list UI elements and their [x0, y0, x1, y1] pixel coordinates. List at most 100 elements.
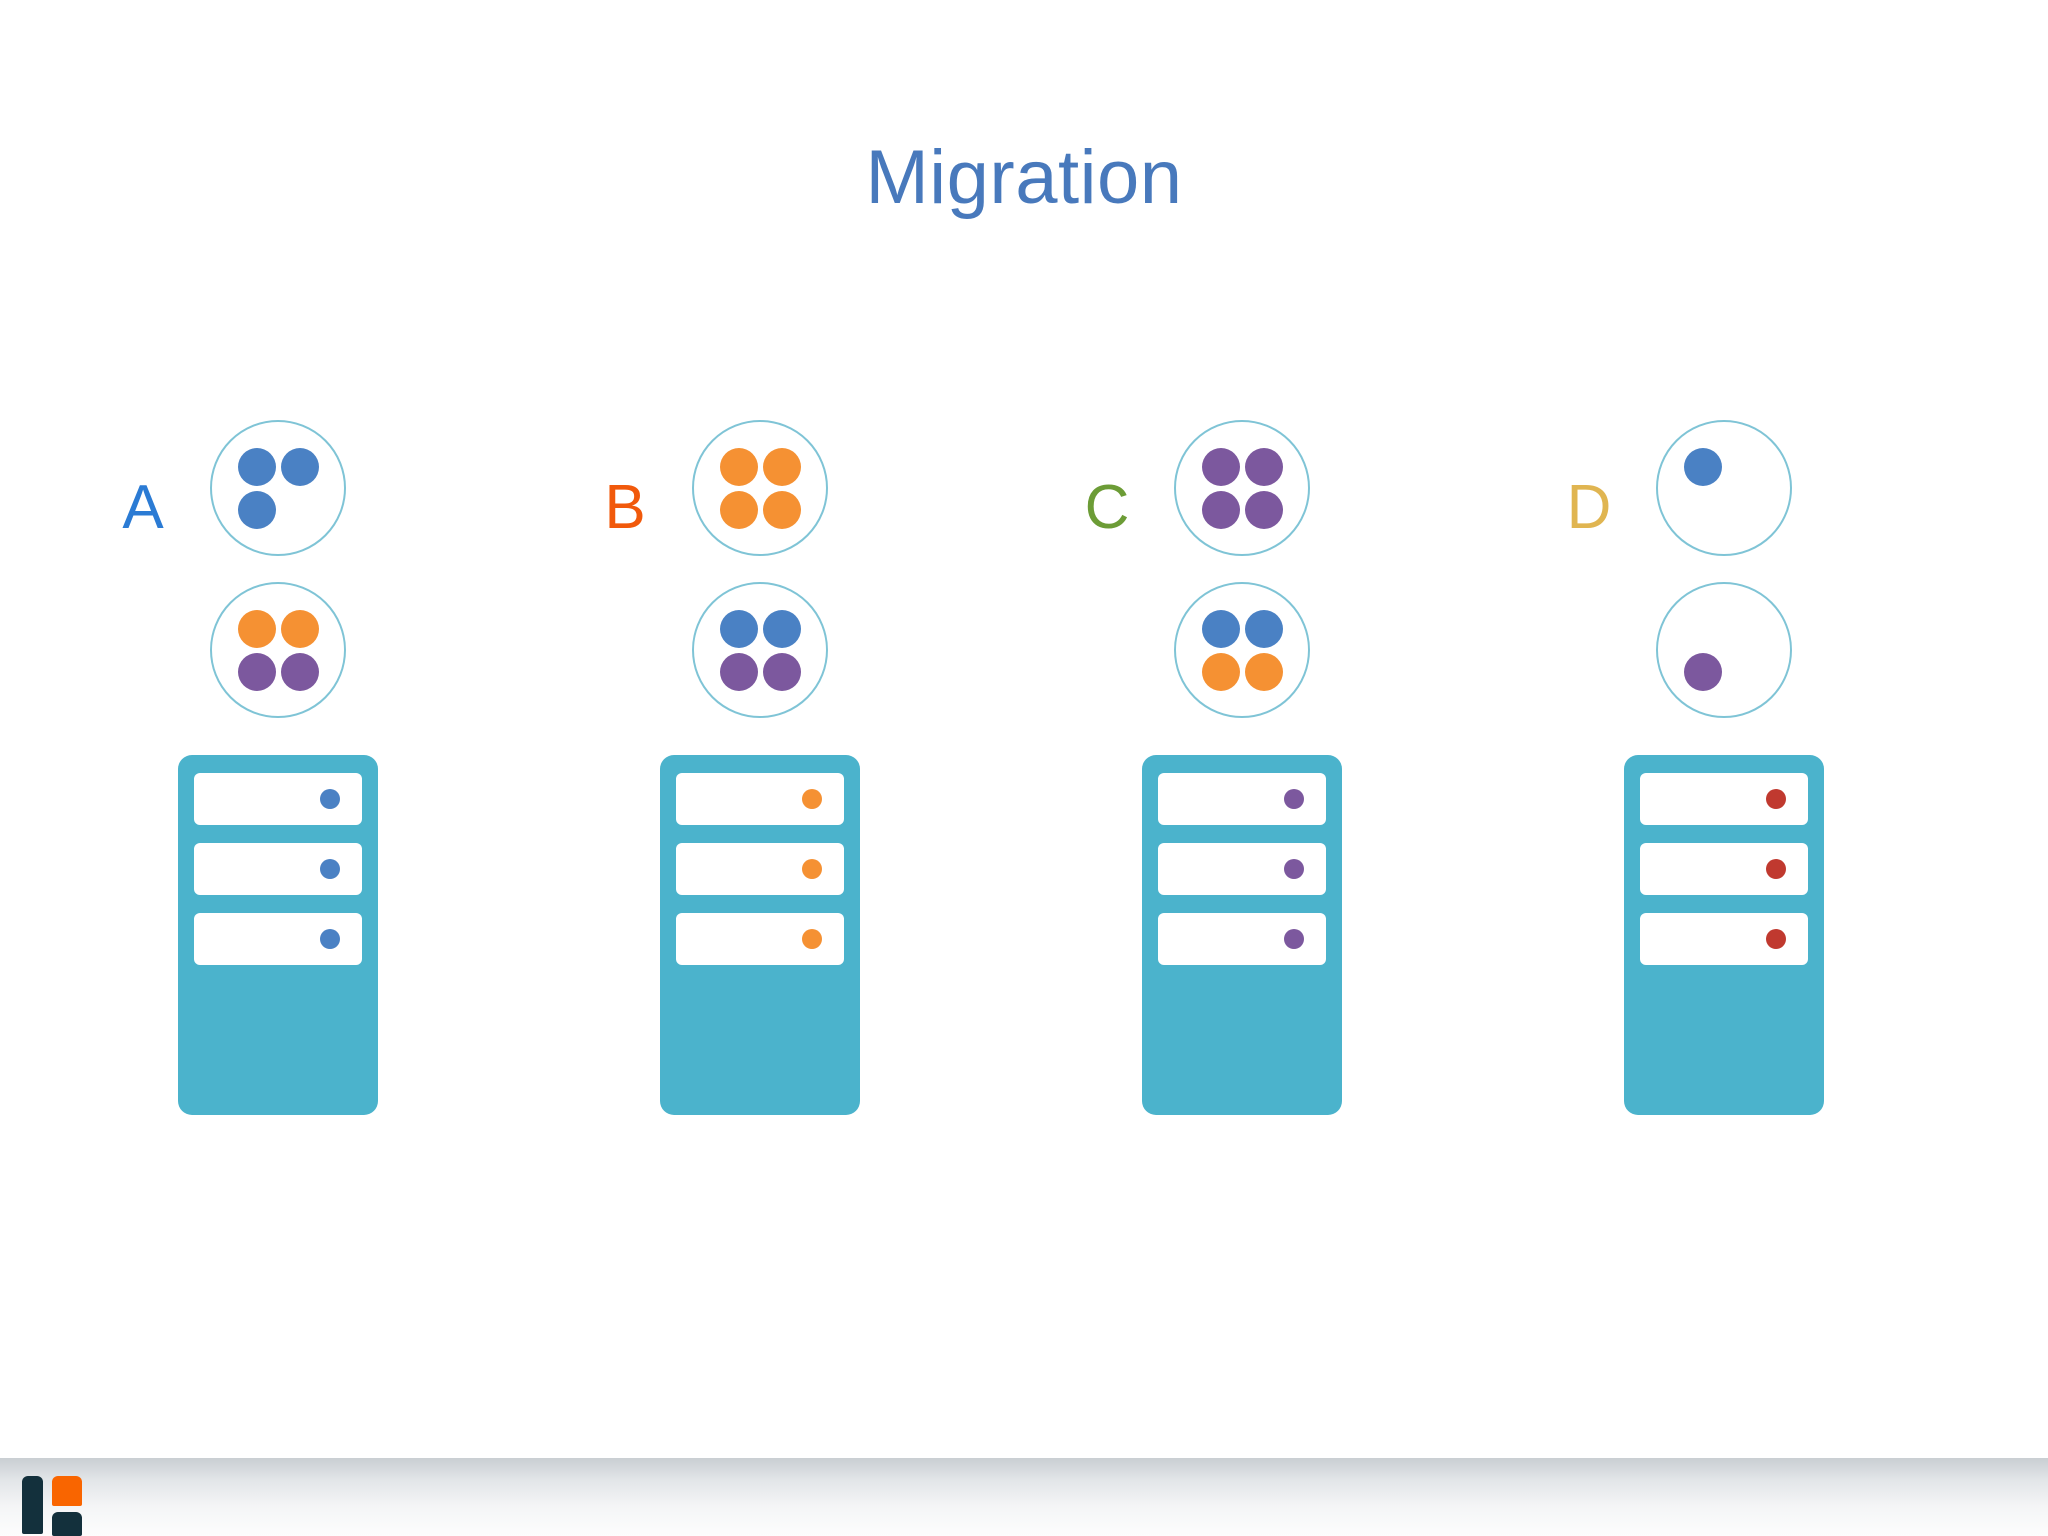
dot-slot-empty: [1727, 610, 1765, 648]
dot-cell: [1242, 650, 1285, 693]
dot-orange[interactable]: [762, 490, 801, 529]
rack-slot[interactable]: [676, 773, 844, 825]
logo-bar-shape: [22, 1476, 43, 1534]
dot-slot-empty: [1684, 491, 1722, 529]
dot-purple[interactable]: [1244, 490, 1283, 529]
rack-slot[interactable]: [676, 913, 844, 965]
dot-orange[interactable]: [719, 447, 758, 486]
dot-purple[interactable]: [719, 652, 758, 691]
rack-slot[interactable]: [1640, 843, 1808, 895]
column-label-b: B: [604, 473, 646, 542]
dot-grid: [717, 607, 803, 693]
dot-orange[interactable]: [719, 490, 758, 529]
dot-slot-empty: [1727, 653, 1765, 691]
dot-cell: [717, 607, 760, 650]
rack-led-orange-icon: [802, 859, 822, 879]
dot-cell: [278, 650, 321, 693]
dot-cell: [717, 488, 760, 531]
dot-cell: [1681, 607, 1724, 650]
rack-slot[interactable]: [194, 913, 362, 965]
server-rack-c[interactable]: [1142, 755, 1342, 1115]
column-label-d: D: [1566, 473, 1612, 542]
rack-slot[interactable]: [194, 773, 362, 825]
dot-cell: [1242, 607, 1285, 650]
brand-logo-icon: [22, 1468, 88, 1536]
dot-orange[interactable]: [280, 609, 319, 648]
dot-cell: [1681, 445, 1724, 488]
server-rack-b[interactable]: [660, 755, 860, 1115]
rack-slot[interactable]: [676, 843, 844, 895]
rack-slot[interactable]: [1640, 773, 1808, 825]
group-circle-a-1[interactable]: [210, 420, 346, 556]
group-circle-b-1[interactable]: [692, 420, 828, 556]
dot-purple[interactable]: [1244, 447, 1283, 486]
dot-slot-empty: [1727, 448, 1765, 486]
dot-cell: [1681, 488, 1724, 531]
rack-slot[interactable]: [1158, 913, 1326, 965]
dot-grid: [1199, 445, 1285, 531]
dot-blue[interactable]: [237, 490, 276, 529]
dot-grid: [1199, 607, 1285, 693]
rack-slot[interactable]: [1158, 773, 1326, 825]
rack-slot[interactable]: [1640, 913, 1808, 965]
dot-cell: [760, 650, 803, 693]
rack-led-purple-icon: [1284, 859, 1304, 879]
rack-slot[interactable]: [194, 843, 362, 895]
dot-cell: [1724, 445, 1767, 488]
dot-slot-empty: [281, 491, 319, 529]
dot-cell: [1199, 445, 1242, 488]
dot-orange[interactable]: [237, 609, 276, 648]
dot-cell: [235, 650, 278, 693]
rack-slot[interactable]: [1158, 843, 1326, 895]
group-circle-c-1[interactable]: [1174, 420, 1310, 556]
group-circle-b-2[interactable]: [692, 582, 828, 718]
dot-orange[interactable]: [762, 447, 801, 486]
dot-orange[interactable]: [1244, 652, 1283, 691]
dot-blue[interactable]: [280, 447, 319, 486]
dot-cell: [1242, 445, 1285, 488]
dot-purple[interactable]: [237, 652, 276, 691]
dot-blue[interactable]: [719, 609, 758, 648]
migration-columns: A B C D: [0, 420, 2048, 1160]
column-label-c: C: [1084, 473, 1130, 542]
page-title: Migration: [865, 135, 1183, 220]
server-rack-a[interactable]: [178, 755, 378, 1115]
dot-blue[interactable]: [237, 447, 276, 486]
dot-cell: [717, 650, 760, 693]
group-circle-a-2[interactable]: [210, 582, 346, 718]
dot-slot-empty: [1684, 610, 1722, 648]
dot-cell: [1199, 488, 1242, 531]
dot-cell: [1199, 650, 1242, 693]
dot-cell: [1242, 488, 1285, 531]
dot-purple[interactable]: [280, 652, 319, 691]
dot-cell: [235, 607, 278, 650]
dot-blue[interactable]: [1244, 609, 1283, 648]
dot-cell: [717, 445, 760, 488]
rack-led-purple-icon: [1284, 929, 1304, 949]
logo-square-bottom-shape: [52, 1512, 82, 1536]
dot-orange[interactable]: [1201, 652, 1240, 691]
dot-blue[interactable]: [762, 609, 801, 648]
dot-grid: [717, 445, 803, 531]
dot-cell: [278, 607, 321, 650]
dot-blue[interactable]: [1683, 447, 1722, 486]
dot-purple[interactable]: [762, 652, 801, 691]
dot-cell: [278, 488, 321, 531]
dot-cell: [760, 488, 803, 531]
server-rack-d[interactable]: [1624, 755, 1824, 1115]
rack-led-purple-icon: [1284, 789, 1304, 809]
group-circle-d-2[interactable]: [1656, 582, 1792, 718]
dot-purple[interactable]: [1201, 447, 1240, 486]
group-circle-d-1[interactable]: [1656, 420, 1792, 556]
rack-led-orange-icon: [802, 929, 822, 949]
rack-led-red-icon: [1766, 859, 1786, 879]
dot-cell: [1681, 650, 1724, 693]
migration-column-a: A: [0, 420, 482, 1160]
dot-grid: [1681, 607, 1767, 693]
group-circle-c-2[interactable]: [1174, 582, 1310, 718]
dot-purple[interactable]: [1201, 490, 1240, 529]
dot-blue[interactable]: [1201, 609, 1240, 648]
dot-slot-empty: [1727, 491, 1765, 529]
rack-led-blue-icon: [320, 929, 340, 949]
dot-purple[interactable]: [1683, 652, 1722, 691]
